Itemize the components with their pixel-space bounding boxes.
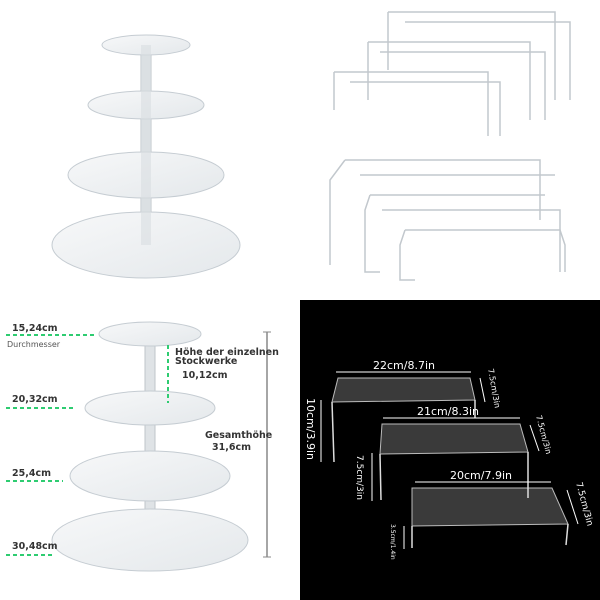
medium-width-label: 21cm/8.3in bbox=[417, 405, 479, 418]
diameter-top-label: 15,24cm bbox=[12, 323, 58, 334]
diameter-3-label: 25,4cm bbox=[12, 468, 51, 479]
medium-height-label: 7.5cm/3in bbox=[354, 455, 364, 500]
large-width-label: 22cm/8.7in bbox=[373, 359, 435, 372]
cake-stand-dimensions bbox=[6, 321, 271, 572]
risers-dimensions bbox=[320, 371, 579, 549]
small-width-label: 20cm/7.9in bbox=[450, 469, 512, 482]
tier-height-caption-2: Stockwerke bbox=[175, 356, 237, 367]
diameter-2-label: 20,32cm bbox=[12, 394, 58, 405]
total-height-caption: Gesamthöhe bbox=[205, 430, 272, 441]
diameter-caption: Durchmesser bbox=[7, 340, 61, 349]
tier-height-caption-1: Höhe der einzelnen bbox=[175, 347, 279, 358]
cake-stand-photo bbox=[51, 34, 241, 279]
tier-height-value: 10,12cm bbox=[182, 370, 228, 381]
small-height-label: 3.5cm/1.4in bbox=[389, 524, 396, 560]
diameter-4-label: 30,48cm bbox=[12, 541, 58, 552]
risers-photo bbox=[329, 11, 571, 281]
large-height-label: 10cm/3.9in bbox=[304, 398, 317, 460]
total-height-value: 31,6cm bbox=[212, 442, 251, 453]
